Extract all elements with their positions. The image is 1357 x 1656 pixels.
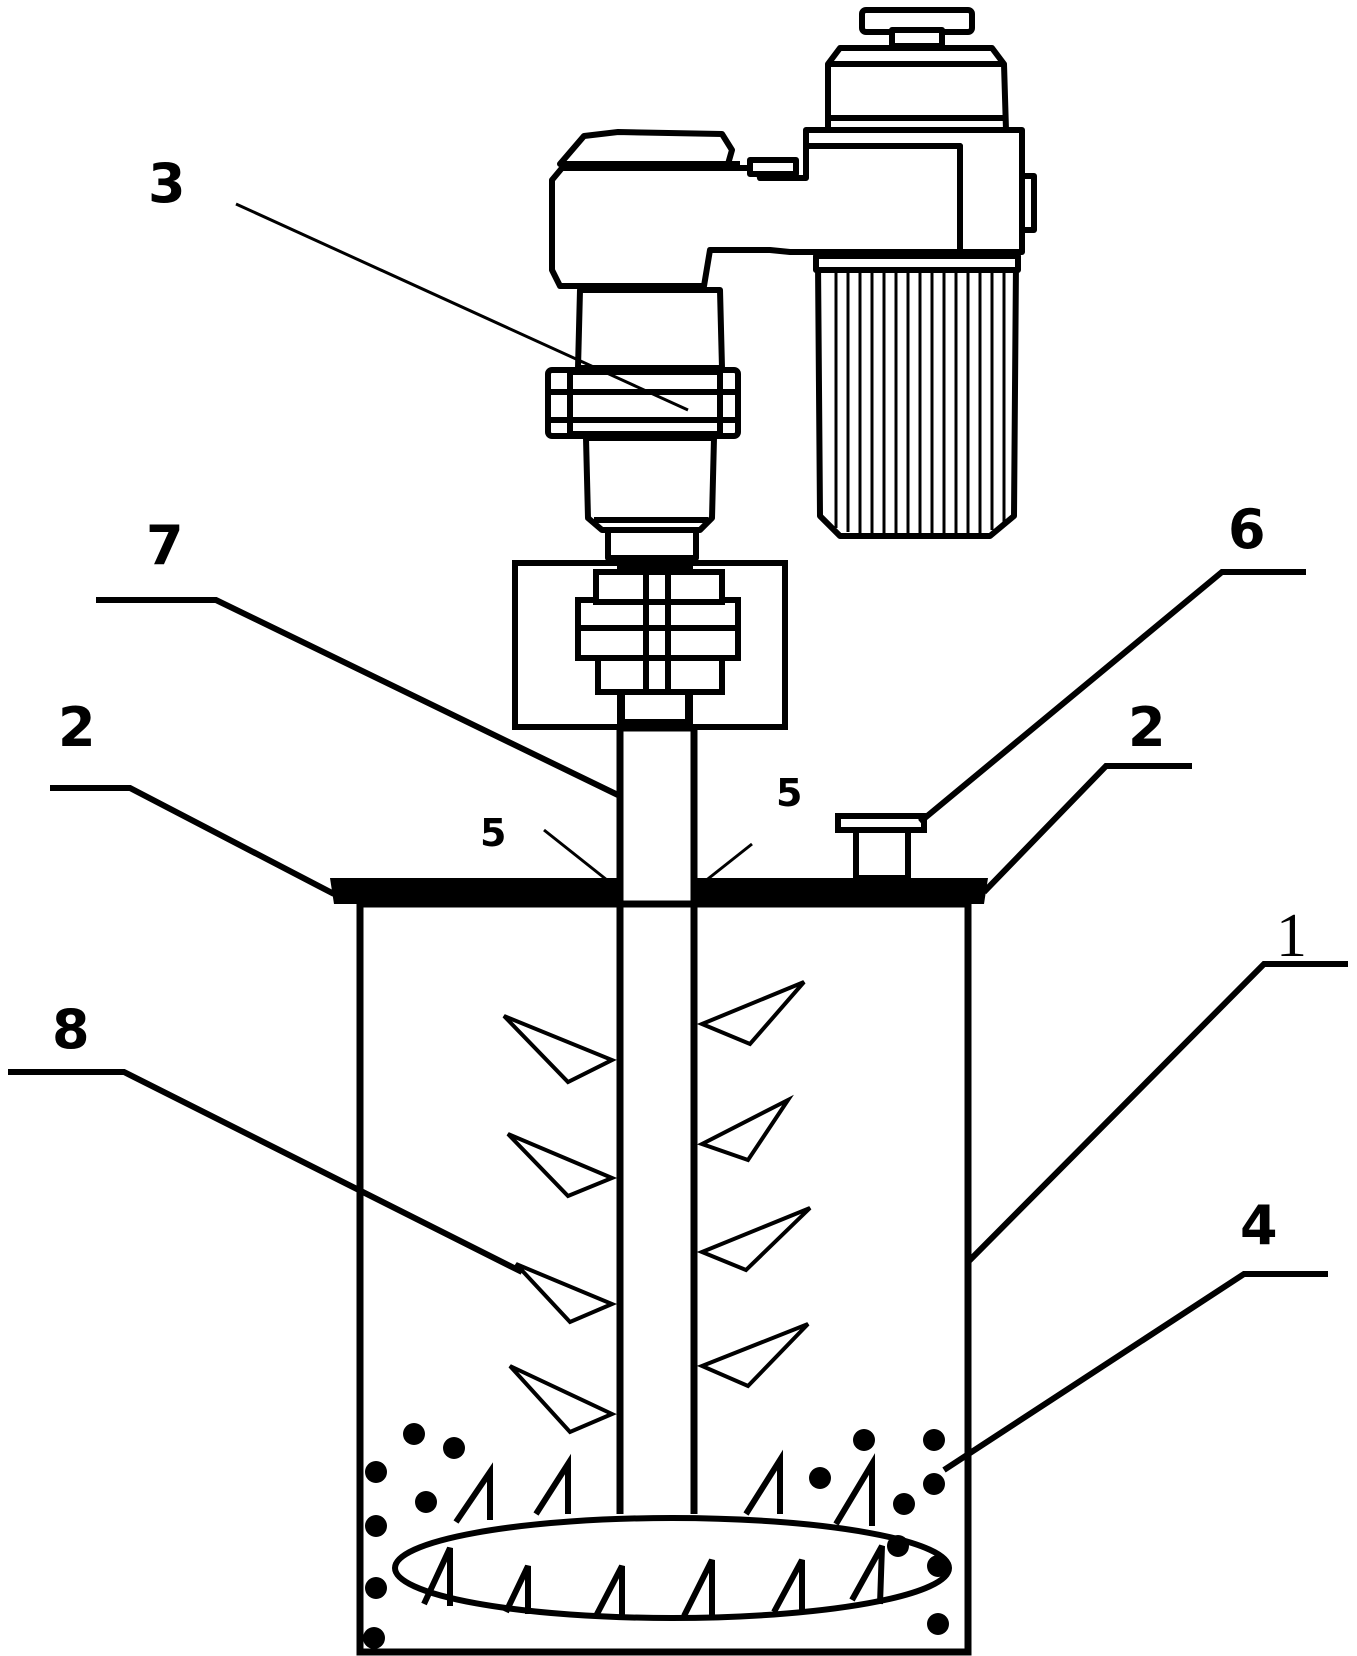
bottom-disk: [392, 1449, 952, 1621]
vessel-body: [356, 900, 972, 1656]
label-1: 1: [1276, 902, 1307, 970]
feed-port-neck: [853, 825, 911, 881]
label-8: 8: [52, 998, 90, 1061]
label-5-left: 5: [480, 811, 506, 855]
motor-fins: [834, 272, 1006, 534]
gearbox-column: [545, 287, 741, 561]
blade-right-1: [696, 980, 806, 1047]
lid-right: [694, 878, 988, 904]
label-5-right: 5: [776, 771, 802, 815]
leader-8: [8, 1069, 524, 1275]
label-2-right: 2: [1128, 696, 1166, 759]
label-4: 4: [1240, 1194, 1278, 1257]
gearbox-upper: [575, 287, 725, 371]
leader-lines: [8, 569, 1348, 1473]
leader-2-left: [50, 785, 336, 897]
blade-right-2: [696, 1094, 794, 1163]
grinding-media: [363, 1423, 949, 1649]
leader-7: [96, 597, 622, 799]
motor-top-neck: [889, 27, 945, 49]
label-3: 3: [148, 152, 186, 215]
blade-left-4: [508, 1364, 617, 1435]
blade-left-2: [506, 1132, 618, 1199]
blade-left-3: [514, 1262, 618, 1325]
leader-2-right: [981, 763, 1192, 895]
feed-port-cap: [835, 813, 927, 833]
leader-4: [942, 1271, 1328, 1473]
motor-side-knob: [1019, 173, 1037, 233]
leader-6: [918, 569, 1306, 825]
vessel: [356, 900, 972, 1656]
gearbox-lower: [583, 435, 717, 533]
blade-left-1: [502, 1014, 617, 1085]
flange-lid: [330, 878, 988, 904]
leader-5-right: [703, 842, 753, 884]
reducer-arm: [549, 143, 963, 289]
label-6: 6: [1228, 498, 1266, 561]
label-7: 7: [146, 514, 184, 577]
label-2-left: 2: [58, 696, 96, 759]
leader-5-left: [543, 828, 613, 886]
shaft-upper: [616, 724, 698, 908]
blade-right-3: [696, 1206, 812, 1273]
feed-port: [835, 813, 927, 881]
blade-right-4: [696, 1322, 810, 1389]
coupling: [512, 560, 788, 730]
leader-3: [235, 202, 689, 412]
gearbox-collar: [545, 367, 741, 439]
lid-left: [330, 878, 620, 904]
reducer-arm-top: [557, 129, 735, 167]
gearbox-spigot: [605, 527, 699, 561]
leader-1: [965, 961, 1348, 1265]
disk-ring: [392, 1515, 952, 1621]
stirring-blades: [502, 980, 812, 1435]
